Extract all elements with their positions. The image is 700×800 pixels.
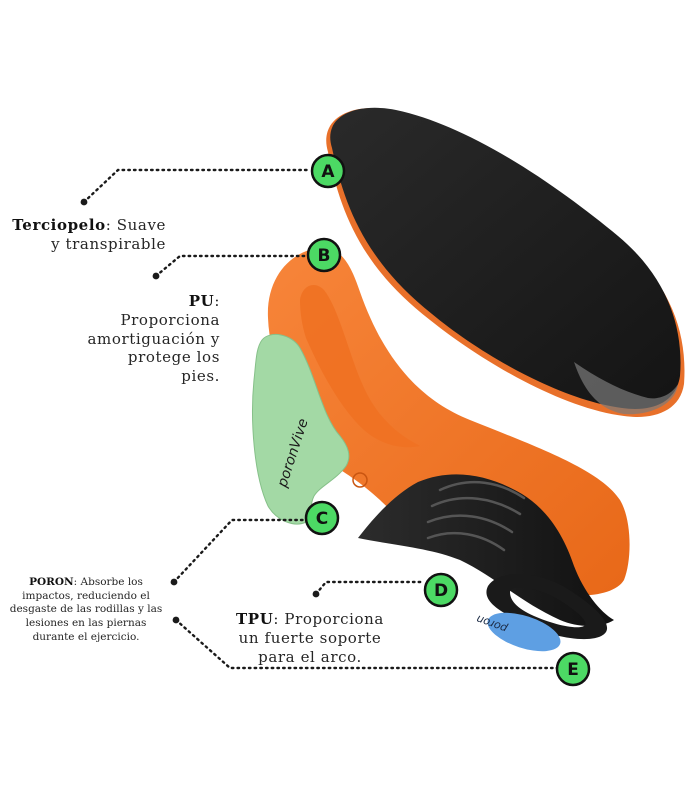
label-c-desc: Absorbe los impactos, reduciendo el desg… bbox=[9, 576, 163, 643]
badge-b-letter: B bbox=[318, 246, 331, 266]
badge-c-letter: C bbox=[316, 509, 328, 529]
label-a-desc: Suave y transpirable bbox=[51, 216, 166, 253]
badge-a-letter: A bbox=[321, 162, 335, 182]
leader-c bbox=[172, 518, 308, 584]
badge-a: A bbox=[310, 153, 346, 189]
label-d-desc: Proporciona un fuerte soporte para el ar… bbox=[238, 610, 384, 666]
label-d: TPU: Proporciona un fuerte soporte para … bbox=[236, 610, 384, 666]
badge-c: C bbox=[304, 500, 340, 536]
label-b-desc: Proporciona amortiguación y protege los … bbox=[87, 310, 220, 385]
velvet-layer bbox=[326, 107, 685, 417]
label-c-title: PORON bbox=[29, 576, 74, 588]
poron-heel-pad: poronVive bbox=[252, 333, 350, 525]
leader-d bbox=[314, 580, 426, 596]
leader-b bbox=[154, 254, 308, 278]
label-a-title: Terciopelo bbox=[12, 216, 106, 234]
label-c: PORON: Absorbe los impactos, reduciendo … bbox=[9, 576, 163, 643]
badge-d: D bbox=[423, 572, 459, 608]
badge-e-letter: E bbox=[567, 660, 579, 680]
leader-dots bbox=[80, 198, 320, 624]
leader-lines bbox=[82, 168, 560, 670]
leader-a bbox=[82, 168, 312, 204]
label-b-title: PU bbox=[188, 292, 215, 310]
leader-e bbox=[174, 618, 560, 670]
label-b: PU: Proporciona amortiguación y protege … bbox=[87, 292, 220, 385]
label-d-title: TPU bbox=[236, 610, 274, 628]
badge-d-letter: D bbox=[434, 581, 448, 601]
badge-b: B bbox=[306, 237, 342, 273]
label-a: Terciopelo: Suave y transpirable bbox=[12, 216, 166, 253]
badge-e: E bbox=[555, 651, 591, 687]
